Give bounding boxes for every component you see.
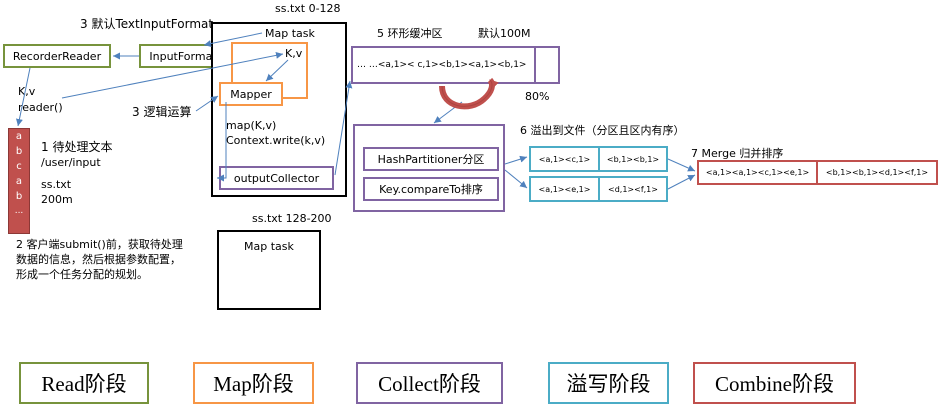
kv-left-label: K,v bbox=[18, 85, 36, 98]
split2-range: ss.txt 128-200 bbox=[252, 212, 332, 225]
spill-file-1: <a,1><c,1> <b,1><b,1> bbox=[529, 146, 668, 172]
spill-title: 6 溢出到文件（分区且区内有序） bbox=[520, 124, 685, 137]
legend-collect: Collect阶段 bbox=[356, 362, 503, 404]
arrow-spill1-to-merge bbox=[667, 158, 696, 172]
partitioner-label: HashPartitioner分区 bbox=[377, 153, 485, 166]
spill-file-2-partition-1: <d,1><f,1> bbox=[608, 184, 658, 194]
arrow-partition-to-spill2 bbox=[504, 169, 528, 189]
recorder-reader-box: RecorderReader bbox=[3, 44, 111, 68]
output-collector-box: outputCollector bbox=[219, 166, 334, 190]
mapper-label: Mapper bbox=[230, 87, 272, 101]
input-path-label: /user/input bbox=[41, 156, 101, 169]
legend-map: Map阶段 bbox=[193, 362, 314, 404]
merge-partition-1: <b,1><b,1><d,1><f,1> bbox=[825, 168, 929, 177]
arrow-reader-to-kv bbox=[61, 51, 284, 99]
arrow-kv-to-mapper bbox=[265, 59, 289, 82]
recorder-reader-label: RecorderReader bbox=[12, 49, 102, 63]
stack-item: c bbox=[16, 161, 22, 172]
step2-description: 2 客户端submit()前，获取待处理数据的信息，然后根据参数配置，形成一个任… bbox=[16, 238, 183, 281]
file-name-label: ss.txt bbox=[41, 178, 72, 191]
input-format-label: InputFormat bbox=[149, 49, 217, 63]
arrow-logic-to-mapper bbox=[195, 95, 219, 112]
file-size-label: 200m bbox=[41, 193, 73, 206]
stack-item: ... bbox=[14, 206, 24, 216]
spill-threshold-label: 80% bbox=[525, 90, 550, 103]
merge-file: <a,1><a,1><c,1><e,1> <b,1><b,1><d,1><f,1… bbox=[697, 160, 938, 185]
sorter-label: Key.compareTo排序 bbox=[379, 183, 483, 196]
stack-item: a bbox=[15, 131, 23, 142]
merge-title: 7 Merge 归并排序 bbox=[691, 147, 784, 160]
stack-item: b bbox=[15, 191, 23, 202]
input-data-stack: a b c a b ... bbox=[8, 128, 30, 234]
arrow-reader-to-data bbox=[15, 67, 31, 127]
arrow-map-to-collector bbox=[217, 102, 227, 182]
stack-item: a bbox=[15, 176, 23, 187]
merge-partition-0: <a,1><a,1><c,1><e,1> bbox=[699, 162, 818, 183]
arrow-spill2-to-merge bbox=[667, 174, 696, 190]
step3-logic-label: 3 逻辑运算 bbox=[132, 105, 192, 119]
spill-file-1-partition-0: <a,1><c,1> bbox=[531, 148, 600, 170]
split1-range: ss.txt 0-128 bbox=[275, 2, 341, 15]
spill-file-1-partition-1: <b,1><b,1> bbox=[606, 154, 660, 164]
sorter-box: Key.compareTo排序 bbox=[363, 177, 499, 201]
ring-buffer-content: … …<a,1>< c,1><b,1><a,1><b,1> bbox=[353, 48, 536, 82]
split1-kv-label: K,v bbox=[285, 47, 303, 60]
stack-item: b bbox=[15, 146, 23, 157]
partitioner-box: HashPartitioner分区 bbox=[363, 147, 499, 171]
legend-read: Read阶段 bbox=[19, 362, 149, 404]
ring-buffer-title: 5 环形缓冲区 bbox=[377, 27, 443, 40]
spill-file-2: <a,1><e,1> <d,1><f,1> bbox=[529, 176, 668, 202]
step1-label: 1 待处理文本 bbox=[41, 140, 113, 154]
map-task-1-title: Map task bbox=[265, 27, 315, 40]
legend-spill: 溢写阶段 bbox=[548, 362, 669, 404]
map-task-2-title: Map task bbox=[244, 240, 294, 253]
ring-buffer-box: … …<a,1>< c,1><b,1><a,1><b,1> bbox=[351, 46, 560, 84]
context-write-label: Context.write(k,v) bbox=[226, 134, 326, 147]
map-task-2 bbox=[217, 230, 321, 310]
arrow-collector-to-buffer bbox=[334, 80, 353, 176]
reader-call-label: reader() bbox=[18, 101, 63, 114]
step3-default-label: 3 默认TextInputFormat bbox=[80, 17, 214, 31]
legend-combine: Combine阶段 bbox=[693, 362, 856, 404]
output-collector-label: outputCollector bbox=[233, 171, 320, 185]
spill-file-2-partition-0: <a,1><e,1> bbox=[531, 178, 600, 200]
arrow-partition-to-spill1 bbox=[504, 155, 528, 165]
mapper-box: Mapper bbox=[219, 82, 283, 106]
ring-buffer-default: 默认100M bbox=[478, 27, 531, 40]
arrow-maptask-to-inputformat bbox=[203, 32, 263, 48]
map-call-label: map(K,v) bbox=[226, 119, 277, 132]
